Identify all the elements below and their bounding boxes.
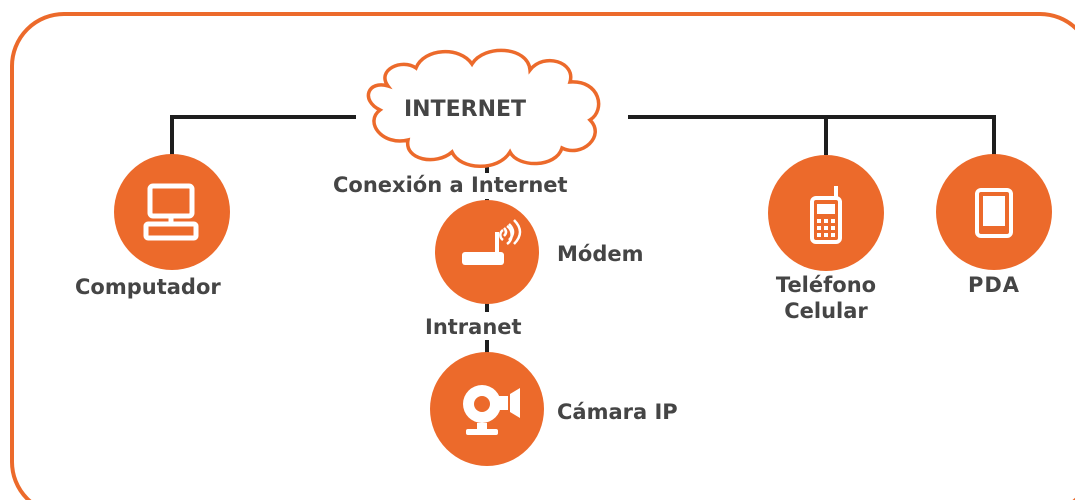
intranet-label: Intranet — [425, 315, 522, 339]
router-icon — [462, 219, 522, 265]
ip-camera-icon — [463, 385, 520, 435]
cell-phone-icon — [810, 186, 842, 244]
phone-label: Teléfono Celular — [756, 272, 896, 325]
phone-label-line1: Teléfono — [775, 273, 877, 297]
phone-label-line2: Celular — [784, 299, 868, 324]
cloud-icon — [366, 48, 601, 168]
internet-label: INTERNET — [404, 97, 527, 122]
internet-connection-label: Conexión a Internet — [333, 173, 568, 197]
pda-icon — [975, 188, 1013, 238]
desktop-computer-icon — [143, 183, 199, 241]
link-internet-computer — [170, 115, 356, 160]
pda-label: PDA — [967, 273, 1021, 297]
diagram-border — [10, 12, 1075, 500]
cloud-shape — [366, 48, 601, 168]
link-internet-devices — [628, 115, 996, 155]
computer-node — [114, 154, 230, 270]
computer-label: Computador — [75, 275, 221, 299]
modem-label: Módem — [557, 242, 644, 266]
camera-label: Cámara IP — [557, 400, 678, 424]
